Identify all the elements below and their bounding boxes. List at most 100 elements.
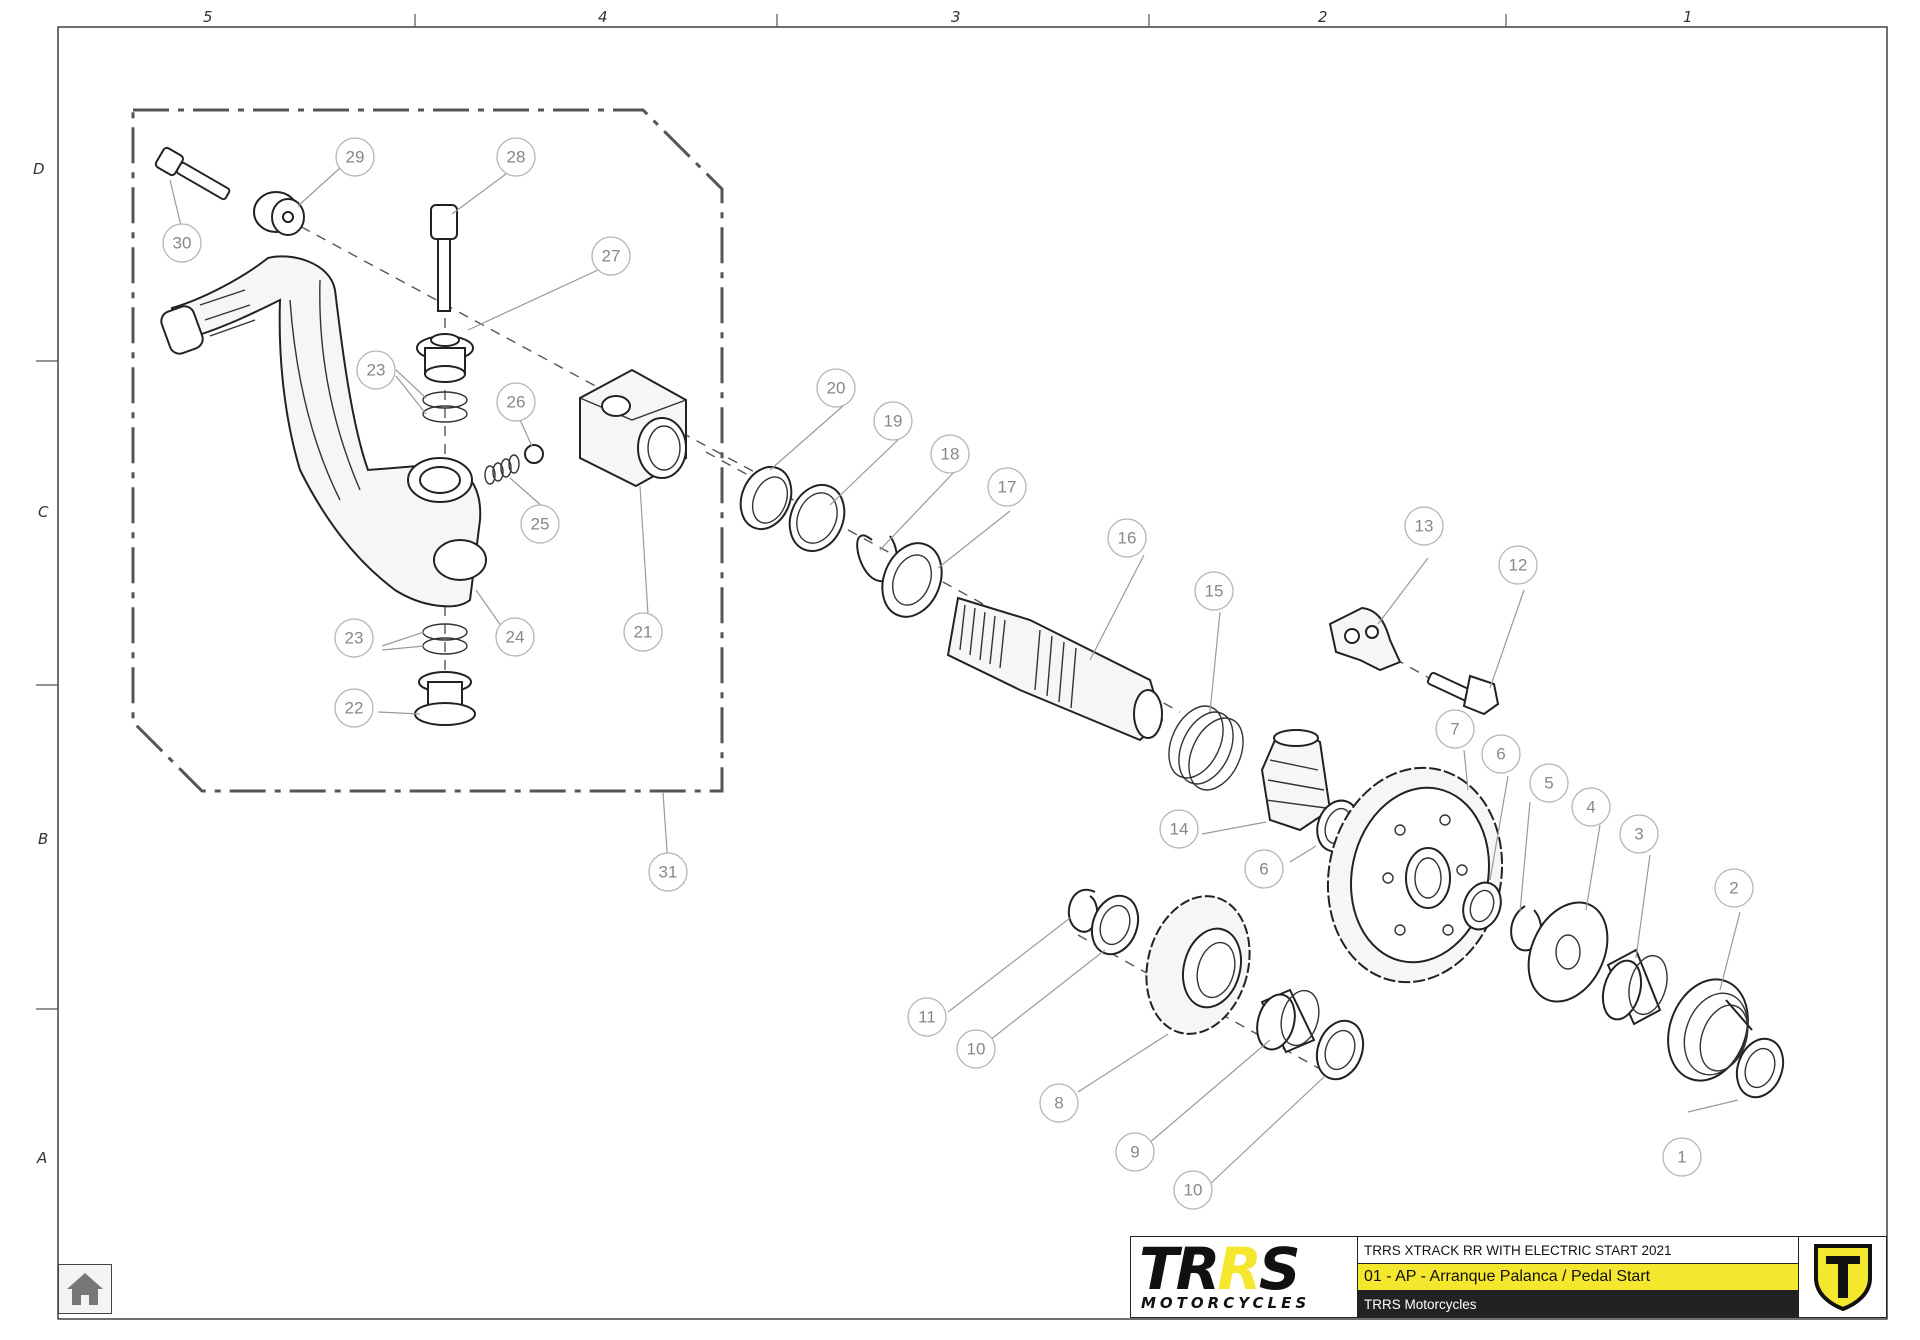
grid-col-label: 3 <box>951 8 961 26</box>
grid-col-label: 4 <box>598 8 608 26</box>
callout-28: 28 <box>496 137 536 177</box>
svg-text:2: 2 <box>1729 879 1738 898</box>
callout-9: 9 <box>1115 1132 1155 1172</box>
callout-3: 3 <box>1619 814 1659 854</box>
svg-text:17: 17 <box>998 478 1017 497</box>
grid-col-label: 5 <box>203 8 213 26</box>
callout-24: 24 <box>495 617 535 657</box>
part-22-bushing <box>414 671 476 726</box>
grid-row-label: D <box>33 160 45 178</box>
svg-text:8: 8 <box>1054 1094 1063 1113</box>
drawing-frame <box>57 26 1888 1320</box>
callout-10-b: 10 <box>1173 1170 1213 1210</box>
svg-text:22: 22 <box>345 699 364 718</box>
grid-row-label: A <box>37 1149 48 1167</box>
svg-text:1: 1 <box>1677 1148 1686 1167</box>
svg-text:30: 30 <box>173 234 192 253</box>
part-27-bushing <box>416 333 474 383</box>
manufacturer-name: TRRS Motorcycles <box>1358 1291 1798 1317</box>
callout-29: 29 <box>335 137 375 177</box>
grid-col-label: 2 <box>1318 8 1328 26</box>
svg-text:25: 25 <box>531 515 550 534</box>
part-15-spring <box>1168 705 1244 791</box>
callout-6-lower: 6 <box>1244 849 1284 889</box>
svg-text:6: 6 <box>1496 745 1505 764</box>
callout-17: 17 <box>987 467 1027 507</box>
callout-25: 25 <box>520 504 560 544</box>
svg-text:19: 19 <box>884 412 903 431</box>
svg-text:26: 26 <box>507 393 526 412</box>
shield-emblem-icon <box>1813 1244 1872 1312</box>
callout-2: 2 <box>1714 868 1754 908</box>
brand-logo: TRRS MOTORCYCLES <box>1131 1237 1358 1317</box>
svg-text:31: 31 <box>659 863 678 882</box>
callout-27: 27 <box>591 236 631 276</box>
svg-text:14: 14 <box>1170 820 1189 839</box>
callout-4: 4 <box>1571 787 1611 827</box>
callout-16: 16 <box>1107 518 1147 558</box>
svg-text:3: 3 <box>1634 825 1643 844</box>
svg-text:21: 21 <box>634 623 653 642</box>
svg-text:10: 10 <box>1184 1181 1203 1200</box>
svg-text:10: 10 <box>967 1040 986 1059</box>
svg-text:16: 16 <box>1118 529 1137 548</box>
callout-18: 18 <box>930 434 970 474</box>
svg-text:13: 13 <box>1415 517 1434 536</box>
part-30-bolt <box>154 146 231 201</box>
grid-col-label: 1 <box>1683 8 1693 26</box>
part-20-seal <box>739 465 793 531</box>
callout-5: 5 <box>1529 763 1569 803</box>
part-8-idler-gear <box>1145 895 1251 1035</box>
svg-text:12: 12 <box>1509 556 1528 575</box>
callout-1: 1 <box>1662 1137 1702 1177</box>
part-4-washer <box>1527 901 1609 1003</box>
callout-12: 12 <box>1498 545 1538 585</box>
part-26-ball <box>524 444 544 464</box>
callout-7: 7 <box>1435 709 1475 749</box>
svg-text:29: 29 <box>346 148 365 167</box>
part-12-bolt <box>1426 671 1500 716</box>
part-25-spring <box>484 454 520 485</box>
home-icon <box>67 1273 103 1305</box>
part-19-washer <box>788 484 846 552</box>
callout-15: 15 <box>1194 571 1234 611</box>
svg-text:23: 23 <box>367 361 386 380</box>
callout-20: 20 <box>816 368 856 408</box>
svg-text:24: 24 <box>506 628 525 647</box>
svg-text:20: 20 <box>827 379 846 398</box>
callout-19: 19 <box>873 401 913 441</box>
frame-ticks <box>36 14 1507 1010</box>
part-9-needle-bearing <box>1256 988 1320 1054</box>
callout-23-lower: 23 <box>334 618 374 658</box>
part-13-ratchet-guide <box>1328 606 1402 672</box>
brand-wordmark: TRRS <box>1139 1235 1301 1303</box>
part-7-kick-gear <box>1326 766 1504 984</box>
brand-subline: MOTORCYCLES <box>1141 1294 1311 1312</box>
part-21-lever-boss <box>579 368 687 488</box>
part-2-kick-spring <box>1667 978 1753 1082</box>
callout-10-a: 10 <box>956 1029 996 1069</box>
part-14-ratchet <box>1260 728 1332 832</box>
svg-text:5: 5 <box>1544 774 1553 793</box>
grid-row-label: C <box>38 503 49 521</box>
part-17-washer <box>881 542 943 618</box>
callout-6-upper: 6 <box>1481 734 1521 774</box>
title-block: TRRS MOTORCYCLES TRRS XTRACK RR WITH ELE… <box>1130 1236 1887 1318</box>
brand-emblem <box>1798 1237 1886 1317</box>
home-button[interactable] <box>58 1264 112 1314</box>
callout-30: 30 <box>162 223 202 263</box>
callout-21: 21 <box>623 612 663 652</box>
svg-text:7: 7 <box>1450 720 1459 739</box>
callout-26: 26 <box>496 382 536 422</box>
callout-23-upper: 23 <box>356 350 396 390</box>
part-24-kick-lever <box>160 255 487 608</box>
part-29-bushing <box>253 191 305 236</box>
part-28-screw <box>430 204 458 312</box>
svg-text:9: 9 <box>1130 1143 1139 1162</box>
svg-text:23: 23 <box>345 629 364 648</box>
grid-row-label: B <box>38 830 49 848</box>
svg-text:18: 18 <box>941 445 960 464</box>
callout-22: 22 <box>334 688 374 728</box>
part-16-kick-shaft <box>946 596 1164 742</box>
